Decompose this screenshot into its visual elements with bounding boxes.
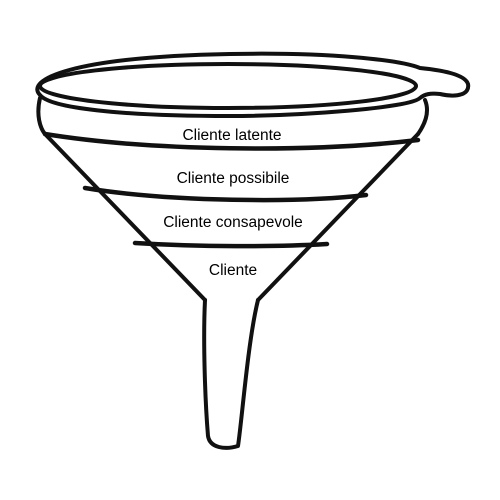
funnel-rim-inner <box>38 62 418 110</box>
stage-label-client: Cliente <box>209 262 257 279</box>
stage-band-3 <box>132 240 330 249</box>
stage-band-2 <box>82 185 369 203</box>
funnel-cone-left <box>43 132 207 302</box>
stage-band-1 <box>42 131 421 151</box>
funnel-collar-left <box>36 96 47 136</box>
funnel-spout <box>202 298 260 450</box>
stage-label-aware: Cliente consapevole <box>163 214 303 231</box>
funnel-collar-right <box>416 98 429 136</box>
stage-label-possible: Cliente possibile <box>177 170 290 187</box>
stage-label-latent: Cliente latente <box>182 127 281 144</box>
funnel-cone-right <box>256 132 420 302</box>
funnel-rim-outer <box>35 51 471 118</box>
